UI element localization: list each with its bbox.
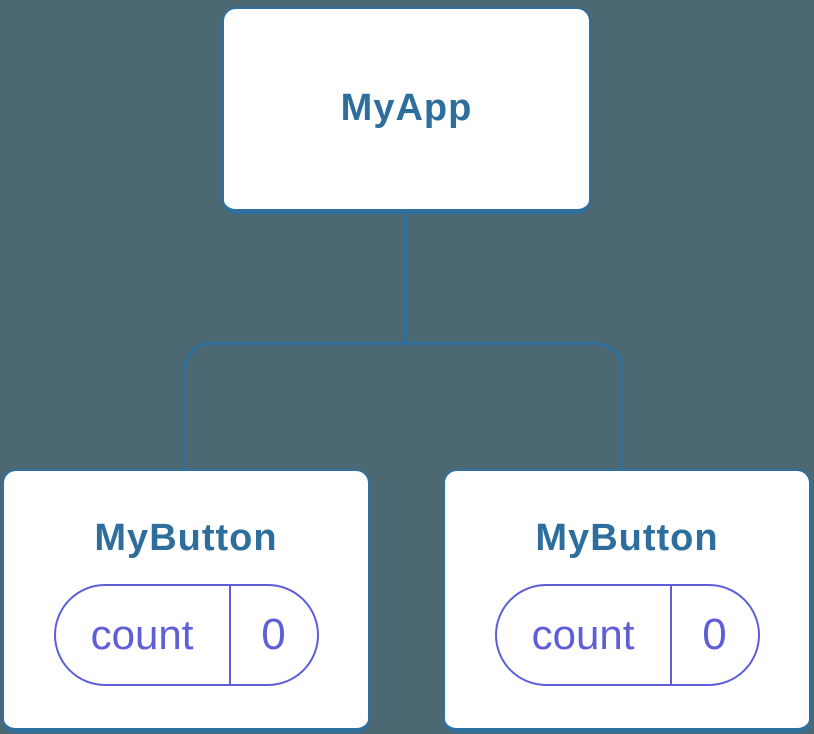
component-node-mybutton-left: MyButton count 0 bbox=[2, 469, 370, 733]
node-title-myapp: MyApp bbox=[340, 87, 473, 130]
state-pill-divider bbox=[228, 585, 231, 684]
state-key-label: count bbox=[531, 610, 635, 658]
node-title-mybutton-left: MyButton bbox=[94, 517, 278, 559]
node-title-mybutton-right: MyButton bbox=[535, 517, 719, 559]
component-node-myapp: MyApp bbox=[222, 7, 591, 214]
state-pill-divider bbox=[669, 585, 672, 684]
component-node-mybutton-right: MyButton count 0 bbox=[443, 469, 811, 733]
state-value: 0 bbox=[702, 609, 727, 659]
state-pill-left: count 0 bbox=[53, 583, 319, 686]
state-pill-right: count 0 bbox=[494, 583, 760, 686]
connector-bracket bbox=[183, 342, 624, 470]
state-value: 0 bbox=[261, 609, 286, 659]
connector-stem bbox=[404, 214, 407, 344]
state-key-label: count bbox=[90, 610, 194, 658]
